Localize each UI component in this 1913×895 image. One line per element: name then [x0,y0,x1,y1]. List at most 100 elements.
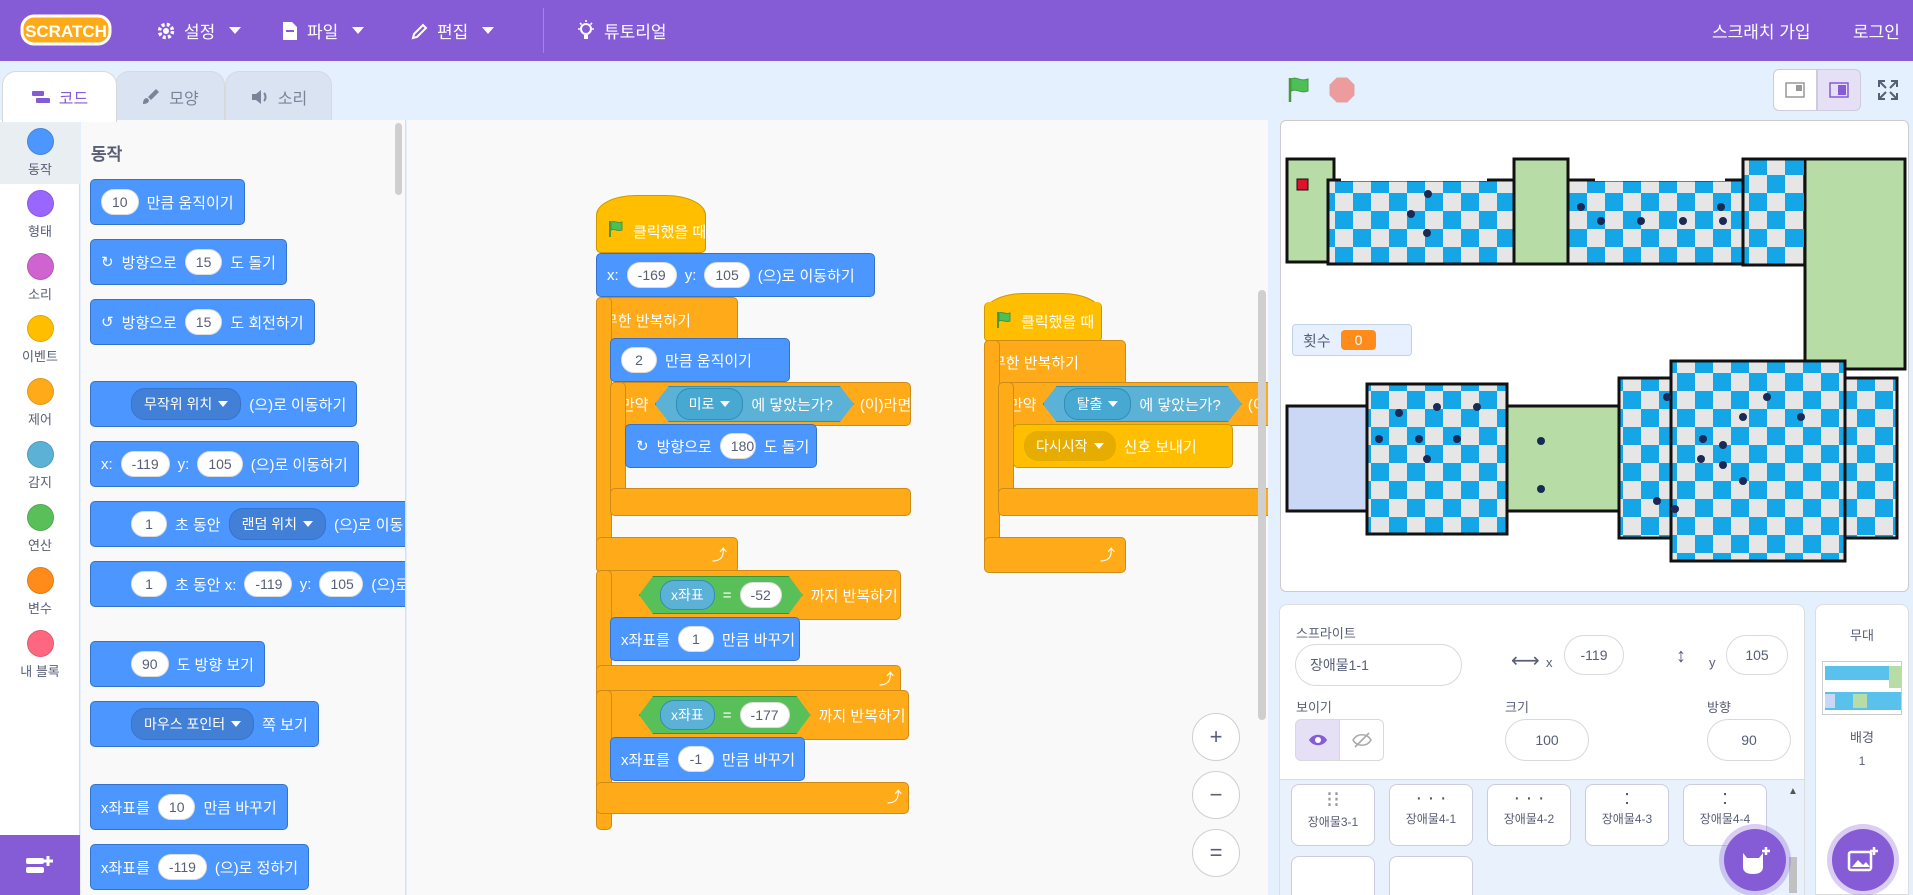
category-sensing[interactable]: 감지 [0,435,80,497]
palette-scrollbar[interactable] [395,123,402,195]
show-sprite-button[interactable] [1295,719,1340,761]
when-flag-clicked-block[interactable]: 클릭했을 때 [984,302,1102,342]
small-stage-button[interactable] [1773,69,1817,111]
join-scratch-link[interactable]: 스크래치 가입 [1712,0,1811,61]
script-scrollbar[interactable] [1258,290,1266,720]
backdrop-thumbnail[interactable] [1822,661,1902,715]
tab-code[interactable]: 코드 [2,71,117,122]
category-my-blocks[interactable]: 내 블록 [0,624,80,686]
sprite-thumbnail[interactable]: · · ·장애물4-1 [1389,784,1473,846]
sprite-thumbnail[interactable]: ⁝⁝장애물3-1 [1291,784,1375,846]
settings-menu[interactable]: 설정 [156,0,242,61]
set-x-block[interactable]: x좌표를 -119 (으)로 정하기 [90,844,310,890]
change-x-block[interactable]: x좌표를 10 만큼 바꾸기 [90,784,288,830]
fullscreen-button[interactable] [1869,71,1907,109]
hide-sprite-button[interactable] [1339,719,1384,761]
sprite-thumbnail[interactable]: · · ·장애물4-2 [1487,784,1571,846]
direction-input[interactable]: 90 [1707,719,1791,761]
sprite-list-scrollbar[interactable]: ▲ [1786,786,1800,895]
edit-menu[interactable]: 편집 [411,0,495,61]
move-steps-block[interactable]: 2 만큼 움직이기 [610,338,790,382]
degrees-input[interactable]: 15 [184,309,223,335]
glide-target-dropdown[interactable]: 랜덤 위치 [228,508,326,540]
scratch-logo[interactable]: SCRATCH [20,12,112,48]
sign-in-link[interactable]: 로그인 [1853,0,1900,61]
seconds-input[interactable]: 1 [131,511,167,537]
choose-sprite-button[interactable] [1724,829,1786,891]
sprite-name-input[interactable]: 장애물1-1 [1295,644,1462,686]
category-motion[interactable]: 동작 [0,122,80,184]
category-events[interactable]: 이벤트 [0,309,80,371]
sprite-thumbnail[interactable] [1389,856,1473,895]
towards-target-dropdown[interactable]: 마우스 포인터 [131,708,255,740]
glide-to-block[interactable]: 1 초 동안 랜덤 위치 (으)로 이동 [90,501,405,547]
category-sound[interactable]: 소리 [0,247,80,309]
x-input[interactable]: -119 [244,571,292,597]
x-position-reporter[interactable]: x좌표 [660,700,715,730]
turn-left-block[interactable]: ↺ 방향으로 15 도 회전하기 [90,299,315,345]
equals-condition[interactable]: x좌표 = -177 [639,696,811,734]
x-position-input[interactable]: -119 [1564,635,1624,675]
repeat-until-block[interactable]: x좌표 = -177 까지 반복하기 [596,690,909,740]
x-input[interactable]: -169 [626,262,677,288]
steps-input[interactable]: 10 [101,189,139,215]
turn-right-block[interactable]: ↻ 방향으로 180 도 돌기 [625,424,817,468]
variable-monitor[interactable]: 횟수 0 [1292,324,1412,356]
x-input[interactable]: -119 [120,451,170,477]
zoom-out-button[interactable]: − [1192,771,1240,819]
touching-target-dropdown[interactable]: 탈출 [1064,388,1132,420]
steps-input[interactable]: 2 [621,347,657,373]
y-input[interactable]: 105 [319,571,364,597]
move-steps-block[interactable]: 10 만큼 움직이기 [90,179,245,225]
touching-condition[interactable]: 미로 에 닿았는가? [655,386,854,422]
x-input[interactable]: -119 [157,854,207,880]
glide-to-xy-block[interactable]: 1 초 동안 x: -119 y: 105 (으)로 [90,561,405,607]
change-x-block[interactable]: x좌표를 1 만큼 바꾸기 [610,617,800,661]
scroll-thumb[interactable] [1789,857,1797,893]
dx-input[interactable]: 10 [157,794,196,820]
degrees-input[interactable]: 15 [184,249,223,275]
turn-right-block[interactable]: ↻ 방향으로 15 도 돌기 [90,239,287,285]
forever-block[interactable] [984,340,1126,386]
script-area[interactable]: 클릭했을 때 x: -169 y: 105 (으)로 이동하기 무한 반복하기 … [407,120,1268,895]
repeat-until-block[interactable]: x좌표 = -52 까지 반복하기 [596,570,901,620]
go-to-block[interactable]: 무작위 위치 (으)로 이동하기 [90,381,358,427]
point-in-direction-block[interactable]: 90 도 방향 보기 [90,641,265,687]
dx-input[interactable]: 1 [677,626,714,652]
stop-button[interactable] [1328,76,1356,109]
dx-input[interactable]: -1 [677,746,714,772]
change-x-block[interactable]: x좌표를 -1 만큼 바꾸기 [610,737,805,781]
go-to-xy-block[interactable]: x: -119 y: 105 (으)로 이동하기 [90,441,359,487]
choose-backdrop-button[interactable] [1832,829,1894,891]
equals-condition[interactable]: x좌표 = -52 [639,576,803,614]
tab-costumes[interactable]: 모양 [115,71,225,121]
tab-sounds[interactable]: 소리 [225,71,332,121]
zoom-in-button[interactable]: + [1192,713,1240,761]
value-input[interactable]: -52 [740,582,782,608]
if-then-block[interactable]: 만약 탈출 에 닿았는가? (이 [998,382,1268,426]
tutorials-menu[interactable]: 튜토리얼 [576,0,667,61]
file-menu[interactable]: 파일 [281,0,365,61]
normal-stage-button[interactable] [1817,69,1861,111]
green-flag-button[interactable] [1285,76,1313,109]
category-operators[interactable]: 연산 [0,498,80,560]
forever-block[interactable] [596,297,738,343]
size-input[interactable]: 100 [1505,719,1589,761]
category-control[interactable]: 제어 [0,372,80,434]
direction-input[interactable]: 90 [131,651,169,677]
touching-target-dropdown[interactable]: 미로 [676,388,744,420]
y-position-input[interactable]: 105 [1726,635,1788,675]
zoom-reset-button[interactable]: = [1192,829,1240,877]
x-position-reporter[interactable]: x좌표 [660,580,715,610]
broadcast-block[interactable]: 다시시작 신호 보내기 [1013,424,1233,468]
category-looks[interactable]: 형태 [0,184,80,246]
degrees-input[interactable]: 180 [719,433,756,459]
seconds-input[interactable]: 1 [131,571,167,597]
point-towards-block[interactable]: 마우스 포인터 쪽 보기 [90,701,319,747]
stage-canvas[interactable]: 횟수 0 [1280,120,1909,592]
y-input[interactable]: 105 [197,451,243,477]
sprite-thumbnail[interactable]: :장애물4-3 [1585,784,1669,846]
when-flag-clicked-block[interactable]: 클릭했을 때 [596,210,706,253]
if-then-block[interactable]: 만약 미로 에 닿았는가? (이)라면 [610,382,911,426]
category-variables[interactable]: 변수 [0,561,80,623]
